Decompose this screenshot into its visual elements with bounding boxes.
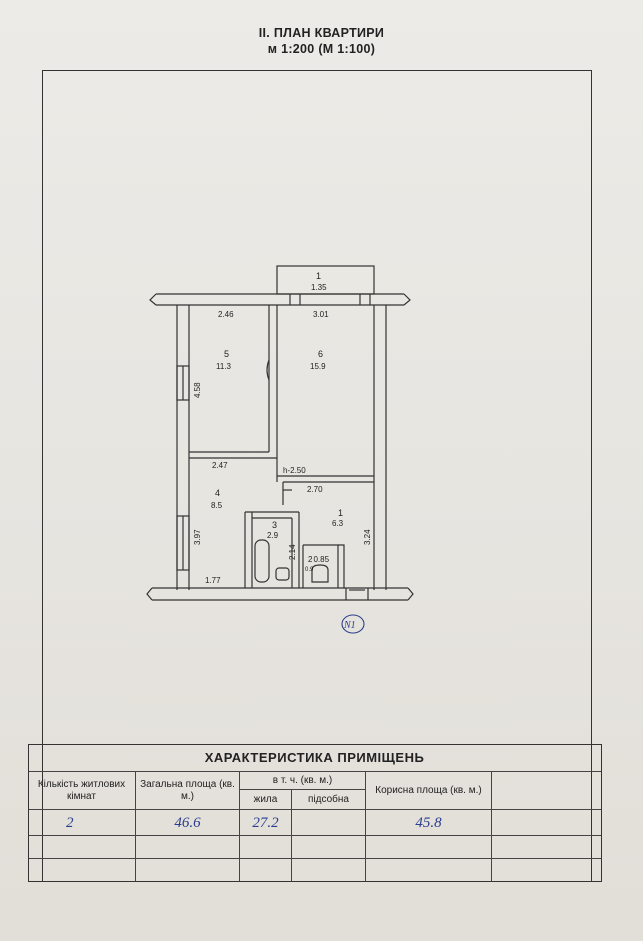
header-rooms-count: Кількість житлових кімнат <box>28 772 136 810</box>
header-useful: Корисна площа (кв. м.) <box>366 772 492 810</box>
empty-row-cell <box>366 836 492 859</box>
value-rooms-count: 2 <box>28 810 136 836</box>
empty-row-cell <box>28 836 136 859</box>
header-auxiliary: підсобна <box>292 790 366 810</box>
room-3-area: 2.9 <box>267 531 279 540</box>
empty-row-cell <box>240 836 292 859</box>
plan-scale: м 1:200 (М 1:100) <box>267 42 376 56</box>
dim-1-77: 1.77 <box>205 576 221 585</box>
room-2-area: 0.85 <box>313 555 329 564</box>
room-2-number: 2 <box>308 555 313 564</box>
room-1b-area: 6.3 <box>332 519 344 528</box>
dim-2-46: 2.46 <box>218 310 234 319</box>
empty-row-cell <box>136 836 240 859</box>
plan-walls <box>146 265 414 601</box>
room-1-area: 1.35 <box>311 283 327 292</box>
room-5-area: 11.3 <box>216 362 232 371</box>
room-2-number-area: 20.85 <box>308 555 330 564</box>
header-total-area: Загальна площа (кв. м.) <box>136 772 240 810</box>
room-4-area: 8.5 <box>211 501 223 510</box>
header-living: жила <box>240 790 292 810</box>
dim-2-70: 2.70 <box>307 485 323 494</box>
room-6-area: 15.9 <box>310 362 326 371</box>
dim-4-58: 4.58 <box>193 382 202 398</box>
room-1b-number: 1 <box>338 508 343 518</box>
apartment-marker-circle <box>341 614 365 634</box>
table-border <box>28 744 602 882</box>
dim-3-97: 3.97 <box>193 529 202 545</box>
room-5-number: 5 <box>224 349 229 359</box>
ceiling-height: h-2.50 <box>283 466 306 475</box>
plan-title: II. ПЛАН КВАРТИРИ <box>258 26 385 40</box>
dim-3-01: 3.01 <box>313 310 329 319</box>
value-auxiliary <box>292 810 366 836</box>
dim-0-9: 0.9 <box>305 567 314 573</box>
value-total-area: 46.6 <box>136 810 240 836</box>
room-6-number: 6 <box>318 349 323 359</box>
value-useful: 45.8 <box>366 810 492 836</box>
dim-3-24: 3.24 <box>363 529 372 545</box>
value-living: 27.2 <box>240 810 292 836</box>
dim-2-47: 2.47 <box>212 461 228 470</box>
room-3-number: 3 <box>272 520 277 530</box>
empty-row-cell <box>292 836 366 859</box>
room-1-number: 1 <box>316 271 321 281</box>
room-4-number: 4 <box>215 488 220 498</box>
header-incl: в т. ч. (кв. м.) <box>240 772 366 790</box>
apartment-marker: N1 <box>343 620 356 631</box>
dim-2-14: 2.14 <box>288 544 297 560</box>
